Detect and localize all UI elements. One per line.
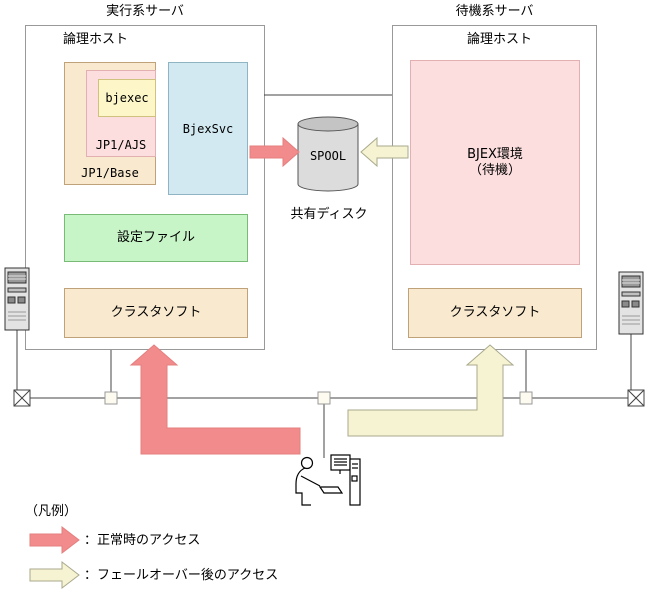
- right-server-tower-icon: [618, 271, 644, 335]
- shared-disk-caption: 共有ディスク: [290, 207, 368, 222]
- bjex-env-label: BJEX環境 （待機）: [467, 147, 523, 179]
- operator-icon: [295, 454, 361, 506]
- network-terminator-right-icon: [627, 389, 645, 407]
- standby-server-title: 待機系サーバ: [455, 4, 534, 19]
- bjexsvc-box: BjexSvc: [168, 62, 248, 195]
- legend-normal-access-arrow-icon: [29, 525, 80, 555]
- bjexec-label: bjexec: [105, 91, 149, 105]
- bjex-env-line1: BJEX環境: [467, 146, 523, 162]
- active-cluster-software-box: クラスタソフト: [64, 288, 248, 338]
- bjexec-box: bjexec: [98, 79, 156, 117]
- bjex-env-box: BJEX環境 （待機）: [410, 60, 580, 265]
- network-tap-center-icon: [317, 391, 331, 405]
- network-terminator-left-icon: [13, 389, 31, 407]
- legend-normal-access-text: ：正常時のアクセス: [84, 533, 201, 548]
- bjexsvc-label: BjexSvc: [182, 121, 234, 136]
- legend-title: （凡例）: [25, 504, 78, 519]
- bjex-env-line2: （待機）: [468, 162, 521, 178]
- jp1-base-label: JP1/Base: [81, 166, 139, 180]
- standby-cluster-software-label: クラスタソフト: [449, 305, 541, 320]
- config-file-label: 設定ファイル: [116, 230, 195, 245]
- config-file-box: 設定ファイル: [64, 214, 248, 262]
- legend-failover-access-text: ：フェールオーバー後のアクセス: [84, 568, 279, 583]
- active-server-title: 実行系サーバ: [106, 4, 184, 19]
- failover-access-arrow-to-standby-cluster: [347, 344, 515, 437]
- standby-logical-host-label: 論理ホスト: [467, 32, 533, 47]
- normal-access-arrow-to-active-cluster: [129, 344, 301, 455]
- network-tap-left-icon: [104, 391, 118, 405]
- active-logical-host-label: 論理ホスト: [63, 32, 129, 47]
- spool-label: SPOOL: [309, 149, 347, 163]
- network-tap-right-icon: [519, 391, 533, 405]
- active-cluster-software-label: クラスタソフト: [110, 305, 202, 320]
- jp1-ajs-label: JP1/AJS: [95, 138, 147, 152]
- legend-failover-access-arrow-icon: [29, 560, 80, 590]
- standby-cluster-software-box: クラスタソフト: [408, 288, 582, 338]
